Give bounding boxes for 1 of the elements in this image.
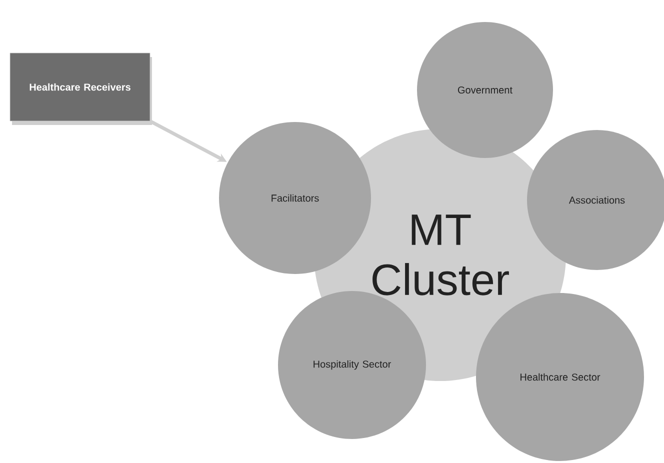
label-box: Healthcare Receivers: [10, 52, 152, 125]
